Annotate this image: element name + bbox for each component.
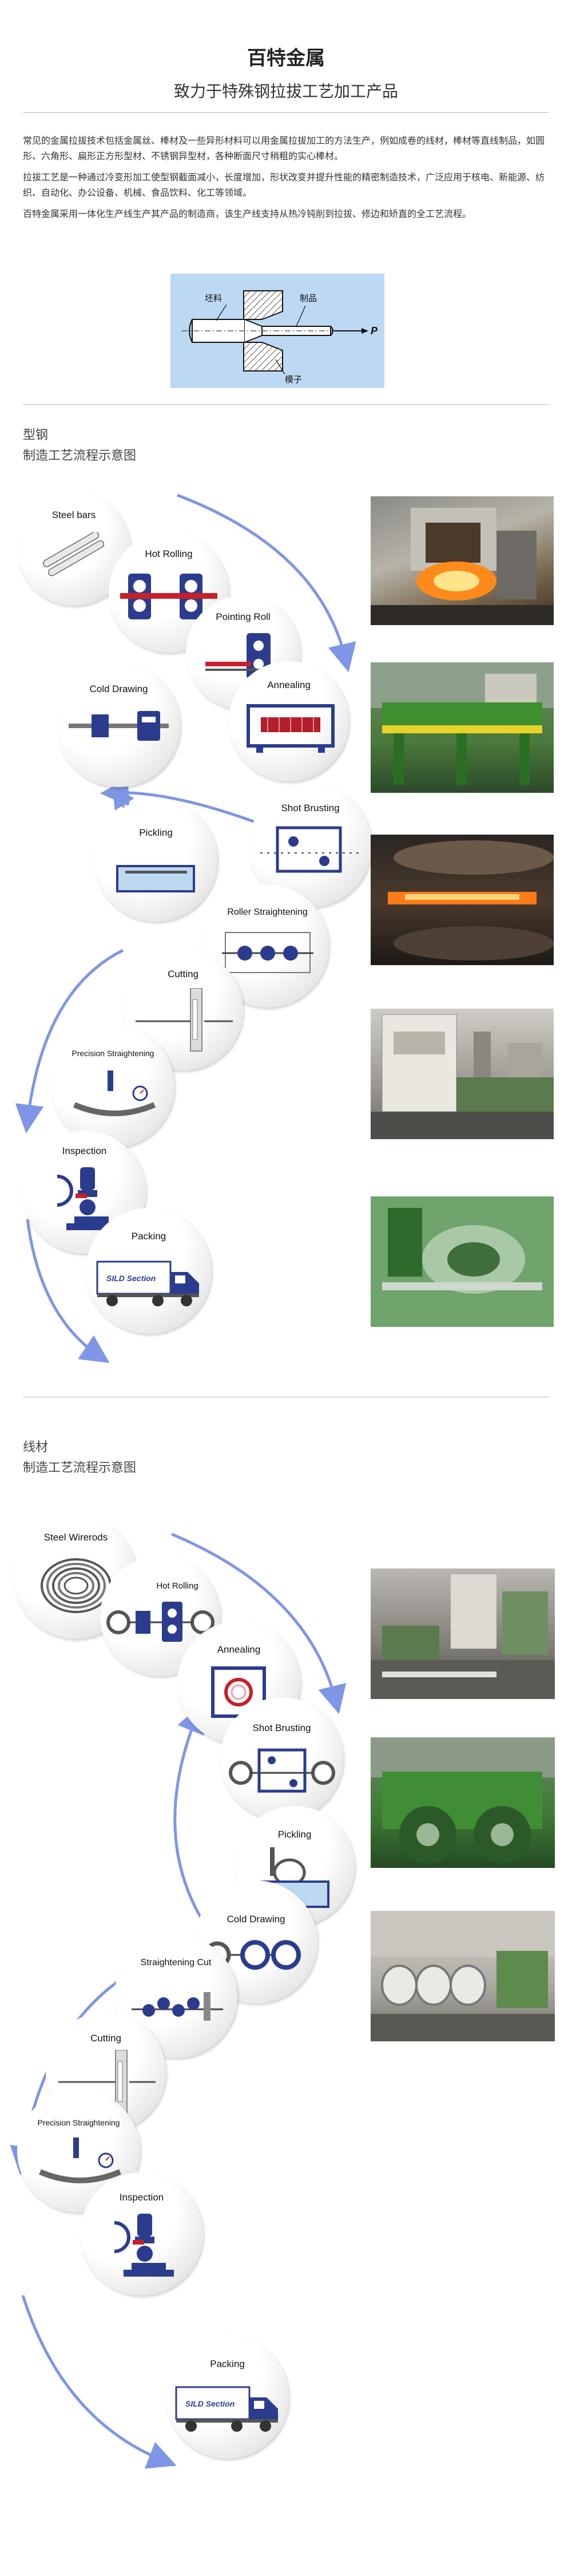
step-label: Cutting [168, 969, 198, 979]
photo-hot-rolling [371, 835, 554, 965]
step-label: Packing [210, 2358, 245, 2369]
annealing-furnace-icon [247, 704, 335, 753]
step-cold-drawing: Cold Drawing [57, 664, 180, 787]
shot-blasting-icon [260, 826, 360, 873]
step-label: Pickling [277, 1829, 312, 1840]
step-label: Cold Drawing [89, 683, 148, 694]
photo-annealing-line [371, 662, 554, 793]
cutting-saw-icon [136, 988, 233, 1052]
page-subtitle: 致力于特殊钢拉拔工艺加工产品 [173, 82, 398, 101]
diagram-label-p: P [371, 325, 378, 337]
straightening-machine-photo-svg [371, 1196, 554, 1327]
page-title: 百特金属 [247, 47, 325, 70]
intro-paragraph-3: 百特金属采用一体化生产线生产其产品的制造商，该生产线支持从热冷钝削到拉拔、修边和… [23, 208, 472, 219]
step-label: Pointing Roll [216, 611, 271, 622]
section-1-title: 型钢 [23, 428, 49, 442]
wire-rollers-photo-svg [371, 1737, 555, 1863]
straightening-cut-icon [132, 1992, 223, 2021]
step-label: Precision Straightening [72, 1049, 154, 1058]
packing-truck-icon: SILD Section [96, 1261, 199, 1306]
step-label: Packing [131, 1231, 166, 1242]
step-label: Inspection [62, 1145, 107, 1156]
shot-blasting-wire-icon [229, 1748, 335, 1793]
section-2-title: 线材 [23, 1440, 49, 1455]
photo-straightening-machine [371, 1196, 554, 1327]
truck-label: SILD Section [106, 1274, 156, 1283]
step-label: Pickling [139, 827, 173, 838]
inspection-microscope-icon-2 [114, 2214, 174, 2277]
divider [23, 112, 549, 113]
step-label: Cutting [90, 2033, 121, 2044]
step-label: Steel bars [51, 509, 96, 520]
step-inspection: Inspection [23, 1131, 146, 1254]
step-packing: Packing SILD Section [86, 1208, 212, 1334]
step-label: Straightening Cut [140, 1958, 212, 1967]
press-machine-photo-svg [371, 1014, 554, 1139]
annealing-line-photo-svg [371, 662, 554, 785]
step-label: Annealing [217, 1644, 261, 1655]
step-shot-brusting-2: Shot Brusting [220, 1697, 343, 1820]
step-label: Shot Brusting [252, 1722, 311, 1733]
intro-paragraph-2: 拉拔工艺是一种通过冷变形加工使型钢截面减小，长度增加，形状改变并提升性能的精密制… [23, 172, 545, 198]
photo-press-machine [371, 1009, 554, 1139]
hot-rolling-wire-icon [106, 1602, 214, 1642]
hot-furnace-photo-svg [371, 508, 554, 625]
divider [23, 404, 549, 405]
photo-wire-drawing-line [371, 1568, 555, 1699]
hot-rolling-photo-svg [388, 840, 554, 961]
diagram-label-blank: 坯料 [205, 294, 222, 303]
step-label: Cold Drawing [227, 1914, 285, 1925]
step-label: Hot Rolling [156, 1581, 198, 1591]
photo-hot-furnace [371, 496, 554, 625]
step-label: Shot Brusting [281, 803, 340, 813]
step-label: Roller Straightening [227, 907, 308, 917]
diagram-label-die: 模子 [285, 375, 302, 385]
cutting-saw-icon-2 [58, 2050, 156, 2113]
intro-paragraph-1: 常见的金属拉拔技术包括金属丝、棒材及一些异形材料可以用金属拉拔加工的方法生产，例… [23, 135, 545, 161]
step-label: Steel Wirerods [43, 1532, 108, 1543]
steel-bars-icon [42, 532, 105, 576]
hot-rolling-icon [120, 574, 217, 619]
precision-straightening-icon-2 [39, 2138, 121, 2183]
step-label: Precision Straightening [37, 2118, 120, 2127]
precision-straightening-icon [73, 1070, 156, 1116]
inspection-microscope-icon [57, 1167, 117, 1230]
step-label: Inspection [119, 2192, 164, 2203]
photo-coil-storage [371, 1911, 555, 2041]
step-precision-straightening: Precision Straightening [51, 1025, 174, 1148]
truck-label: SILD Section [185, 2399, 235, 2408]
wire-drawing-line-photo-svg [371, 1574, 555, 1699]
step-label: Annealing [267, 679, 311, 690]
intro-text: 常见的金属拉拔技术包括金属丝、棒材及一些异形材料可以用金属拉拔加工的方法生产，例… [23, 133, 549, 227]
pickling-tank-icon [116, 865, 195, 892]
step-packing-2: Packing SILD Section [166, 2336, 289, 2459]
cold-drawing-icon [69, 711, 169, 741]
step-inspection-2: Inspection [80, 2172, 203, 2296]
section-1-subtitle: 制造工艺流程示意图 [23, 449, 137, 463]
packing-truck-icon-2: SILD Section [175, 2386, 278, 2432]
roller-straightening-icon [222, 932, 313, 973]
drawing-process-diagram: P 坯料 制品 模子 [170, 274, 384, 388]
coil-storage-photo-svg [371, 1911, 555, 2041]
drawing-diagram-svg: P 坯料 制品 模子 [182, 290, 378, 385]
step-label: Hot Rolling [145, 548, 193, 559]
diagram-label-product: 制品 [300, 294, 317, 303]
section-2-subtitle: 制造工艺流程示意图 [23, 1461, 137, 1475]
step-pickling: Pickling [94, 799, 217, 922]
step-hot-rolling-2: Hot Rolling [100, 1556, 220, 1676]
photo-wire-rollers [371, 1737, 555, 1868]
step-annealing: Annealing [229, 661, 349, 781]
